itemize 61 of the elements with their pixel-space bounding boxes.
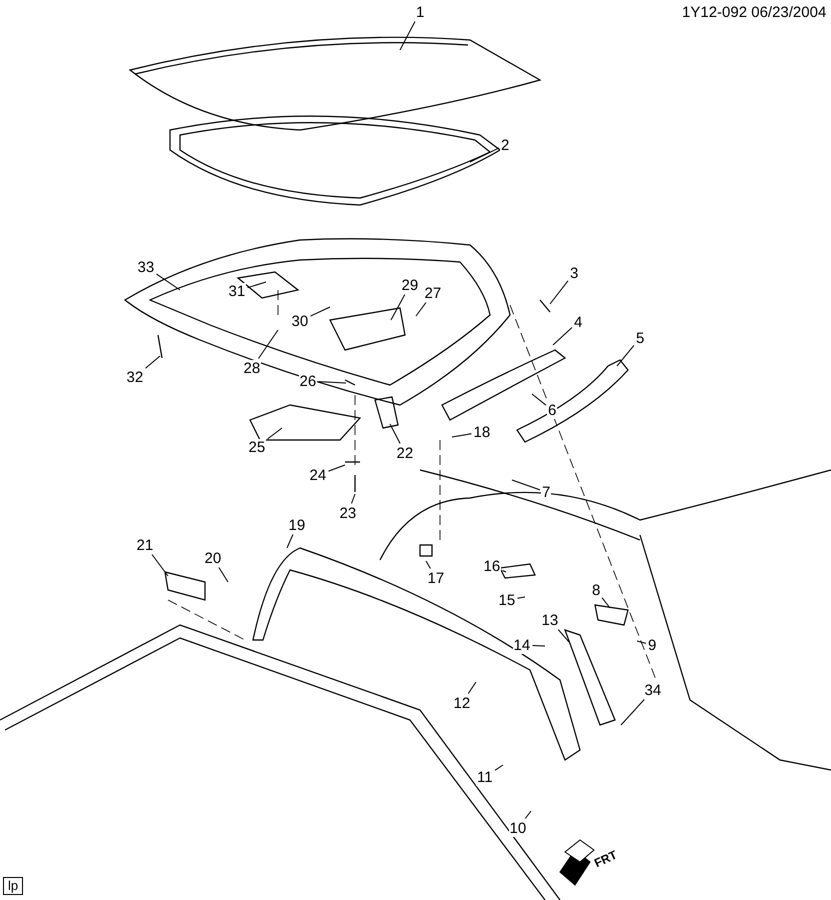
leader-line (550, 280, 568, 304)
leader-line (426, 560, 431, 569)
callout-number: 15 (498, 592, 516, 608)
callout-number: 16 (482, 558, 502, 574)
leader-line (390, 424, 401, 444)
leader-line (517, 596, 526, 599)
leader-line (400, 21, 416, 50)
leader-line (602, 597, 610, 608)
leader-line (351, 494, 356, 504)
leader-line (286, 534, 294, 548)
callout-number: 10 (508, 820, 528, 836)
leader-line (258, 330, 278, 359)
leader-line (318, 381, 346, 384)
leader-line (416, 302, 426, 316)
callout-number: 29 (400, 276, 420, 294)
callout-number: 33 (136, 258, 156, 276)
leader-line (616, 344, 634, 366)
leader-line (267, 428, 282, 440)
callout-number: 13 (540, 612, 560, 628)
callout-number: 2 (500, 136, 510, 154)
callout-number: 32 (126, 368, 144, 386)
leader-line (452, 433, 472, 438)
leader-line (247, 282, 266, 288)
leader-line (218, 567, 228, 582)
leader-line (532, 394, 546, 406)
callout-number: 18 (472, 424, 492, 440)
callout-number: 5 (635, 330, 646, 346)
leader-line (524, 810, 532, 819)
leader-line (328, 464, 346, 472)
callout-number: 26 (298, 372, 318, 390)
callout-number: 31 (228, 282, 246, 300)
leader-line (636, 640, 646, 644)
leader-line (502, 570, 506, 572)
leader-line (310, 306, 330, 317)
callout-number: 34 (644, 682, 662, 698)
leader-line (620, 699, 645, 726)
callout-number: 9 (647, 636, 658, 654)
callout-number: 19 (288, 516, 306, 534)
leader-line (552, 327, 572, 346)
callout-number: 8 (591, 582, 602, 598)
callout-number: 28 (242, 360, 262, 376)
leader-line (145, 356, 160, 369)
leader-line (558, 629, 570, 642)
callout-number: 23 (338, 504, 358, 522)
leader-line (156, 274, 180, 290)
drawing-number: 1Y12-092 06/23/2004 (682, 4, 826, 21)
callout-number: 3 (569, 264, 580, 282)
leader-line (532, 645, 546, 646)
leader-line (494, 764, 504, 771)
callout-number: 25 (248, 438, 266, 456)
leader-line (512, 480, 540, 490)
callout-number: 11 (476, 768, 494, 786)
direction-label: FRT (592, 848, 620, 870)
leader-line (152, 554, 168, 576)
callout-number: 14 (512, 636, 532, 654)
callout-number: 30 (290, 312, 310, 330)
leader-line (468, 682, 476, 694)
callout-number: 20 (204, 550, 222, 566)
callout-number: 6 (547, 402, 558, 418)
leader-line (390, 294, 406, 320)
view-code: lp (3, 877, 24, 895)
